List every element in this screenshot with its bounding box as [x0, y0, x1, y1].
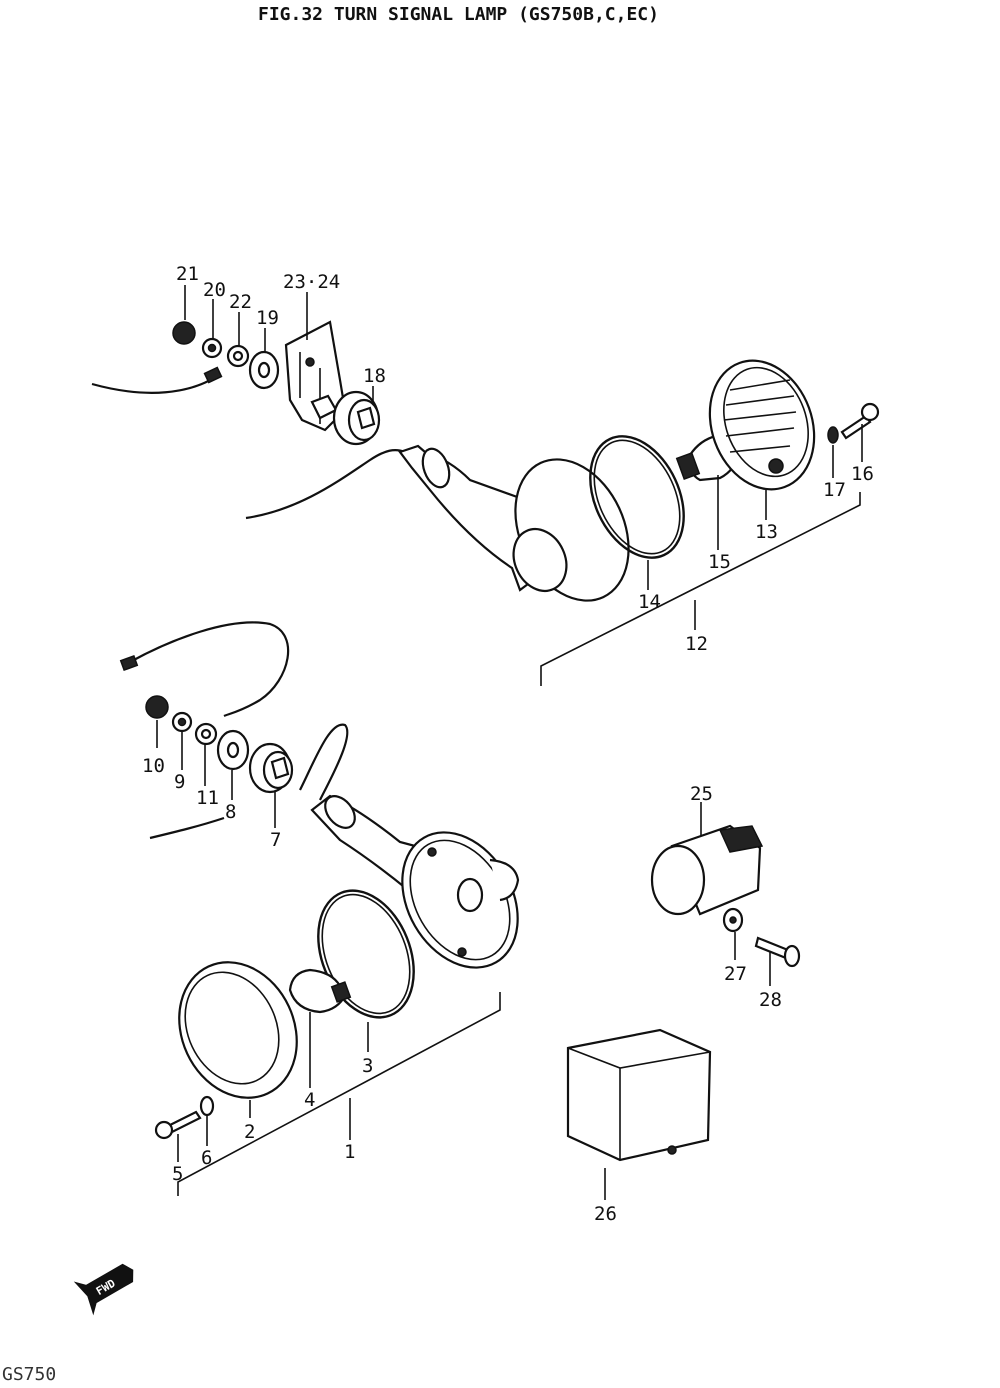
callout-5: 5 [172, 1163, 183, 1185]
callout-25: 25 [690, 783, 713, 805]
nut-10 [145, 695, 169, 719]
callout-9: 9 [174, 771, 185, 793]
callout-1: 1 [344, 1141, 355, 1163]
nut-21 [172, 321, 196, 345]
callout-18: 18 [363, 365, 386, 387]
lower-wire-lead [129, 621, 290, 718]
callout-20: 20 [203, 279, 226, 301]
callout-12: 12 [685, 633, 708, 655]
callout-19: 19 [256, 307, 279, 329]
relay-callout-leaders [604, 802, 771, 1200]
lens-gasket-3 [317, 889, 415, 1019]
callout-6: 6 [201, 1147, 212, 1169]
upper-wire-lead [91, 377, 215, 394]
turn-signal-lens-2 [178, 961, 298, 1099]
upper-stem-wire [245, 449, 406, 520]
forward-direction-badge: FWD [73, 1263, 134, 1316]
washer-6 [199, 1095, 215, 1117]
turn-signal-lens-13 [708, 359, 816, 491]
callout-3: 3 [362, 1055, 373, 1077]
callout-23-24: 23·24 [283, 271, 340, 293]
callout-22: 22 [229, 291, 252, 313]
upper-callout-leaders [184, 285, 863, 630]
callout-7: 7 [270, 829, 281, 851]
figure-title: FIG.32 TURN SIGNAL LAMP (GS750B,C,EC) [258, 4, 659, 25]
lens-gasket-14 [589, 435, 685, 559]
upper-turn-signal-assembly [91, 320, 880, 686]
callout-10: 10 [142, 755, 165, 777]
callout-11: 11 [196, 787, 219, 809]
callout-8: 8 [225, 801, 236, 823]
lamp-housing-body [514, 458, 630, 602]
lower-small-wire [149, 816, 225, 840]
lower-turn-signal-assembly [119, 621, 520, 1196]
callout-labels: 21 20 22 19 23·24 18 14 15 13 17 16 12 1… [142, 263, 874, 1225]
callout-26: 26 [594, 1203, 617, 1225]
assembly-bracket-12 [540, 492, 861, 686]
callout-13: 13 [755, 521, 778, 543]
callout-15: 15 [708, 551, 731, 573]
flasher-unit-26 [566, 1028, 712, 1162]
screw-28 [754, 936, 790, 960]
flasher-relay-group [566, 824, 801, 1162]
callout-21: 21 [176, 263, 199, 285]
callout-28: 28 [759, 989, 782, 1011]
callout-17: 17 [823, 479, 846, 501]
screw-16 [840, 414, 872, 440]
forward-arrow-icon [73, 1263, 134, 1316]
callout-2: 2 [244, 1121, 255, 1143]
upper-wire-terminal [203, 366, 223, 384]
callout-4: 4 [304, 1089, 315, 1111]
callout-27: 27 [724, 963, 747, 985]
washer-17 [827, 426, 839, 444]
callout-16: 16 [851, 463, 874, 485]
callout-14: 14 [638, 591, 661, 613]
lower-callout-leaders [156, 720, 369, 1162]
footer-model: GS750 [2, 1364, 56, 1385]
assembly-bracket-1 [177, 992, 501, 1196]
